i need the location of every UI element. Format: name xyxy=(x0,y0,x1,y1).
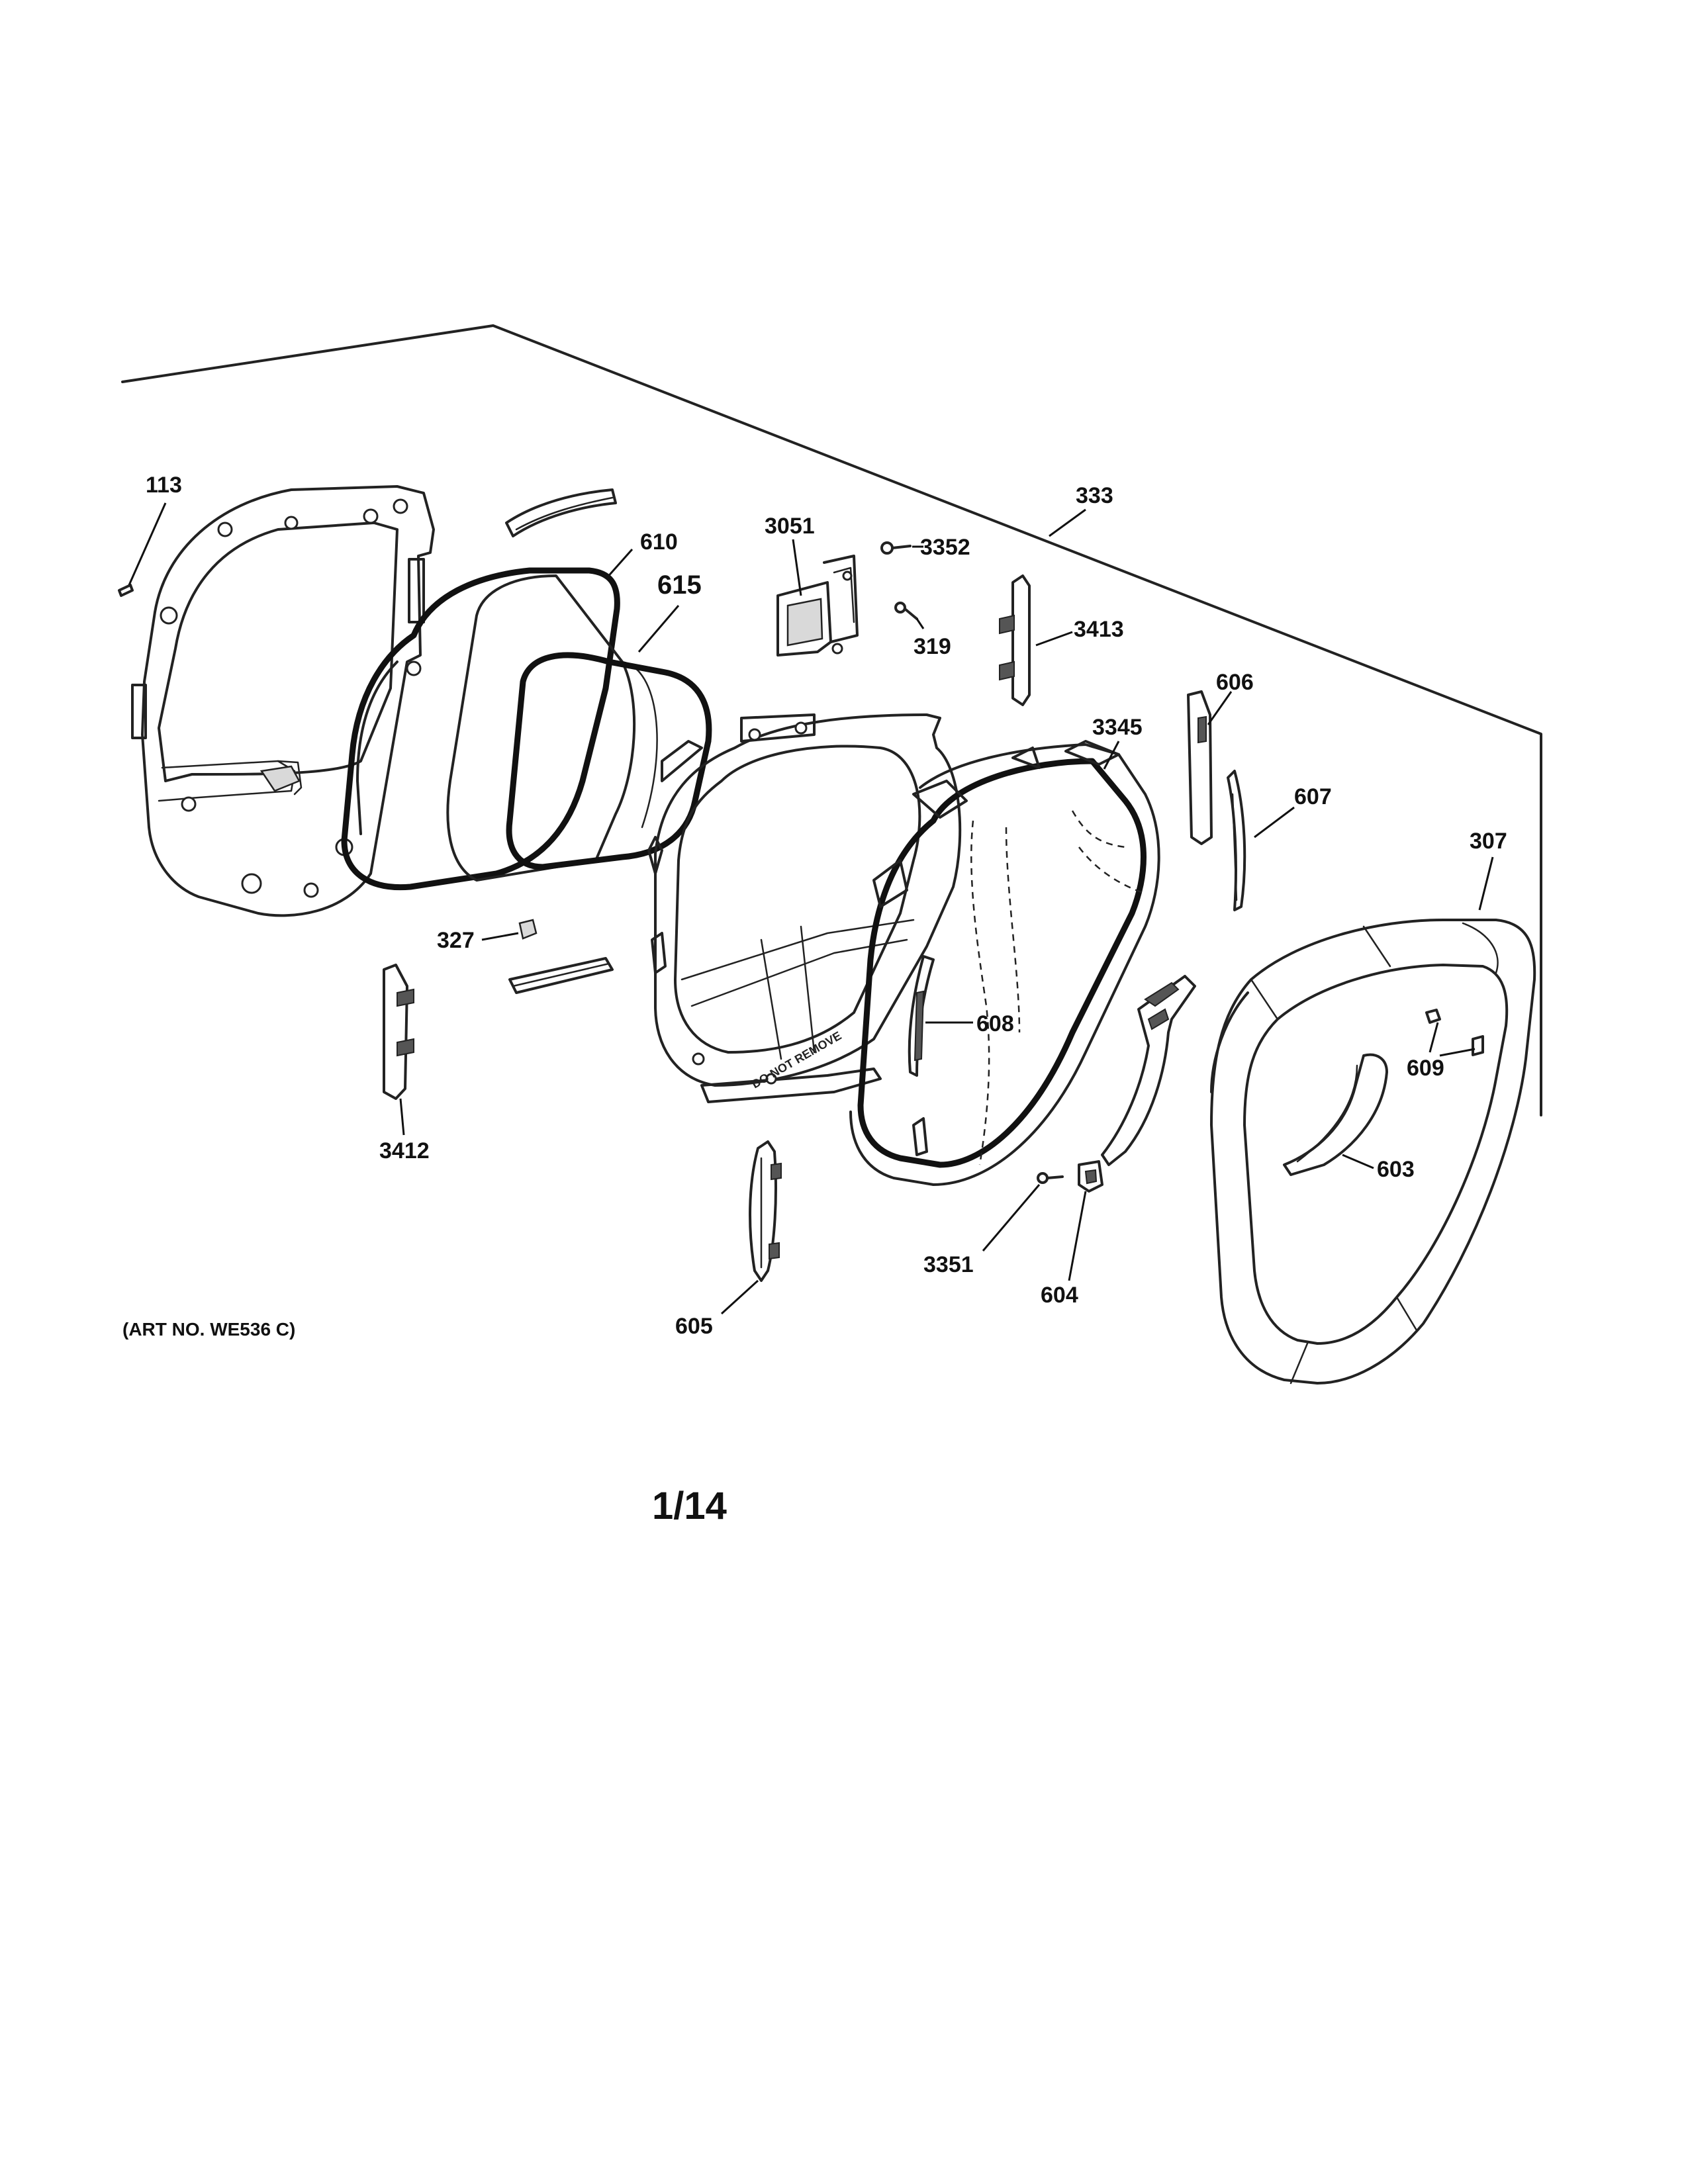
callout-606: 606 xyxy=(1216,670,1254,695)
callout-605: 605 xyxy=(675,1314,713,1339)
leader-607 xyxy=(1254,806,1295,839)
callout-3412: 3412 xyxy=(379,1138,430,1163)
leader-3345 xyxy=(1103,741,1120,770)
part-3351-screw xyxy=(1037,1172,1064,1184)
callout-615: 615 xyxy=(657,570,702,600)
part-inner-door-liner: DO NOT REMOVE xyxy=(647,713,962,1103)
part-door-outer-frame xyxy=(131,485,435,917)
leader-lines xyxy=(128,502,1494,1315)
leader-3351 xyxy=(982,1184,1041,1251)
callout-3051: 3051 xyxy=(765,514,815,539)
callout-113: 113 xyxy=(146,473,182,498)
callout-3351: 3351 xyxy=(923,1252,974,1277)
callout-609: 609 xyxy=(1407,1056,1444,1081)
part-3412-hinge-strip xyxy=(383,964,414,1100)
part-3051-hinge xyxy=(776,555,859,657)
callout-603: 603 xyxy=(1377,1157,1415,1182)
callout-610: 610 xyxy=(640,529,678,555)
callout-307: 307 xyxy=(1470,829,1507,854)
part-113-screw xyxy=(118,584,134,597)
part-327-clip xyxy=(508,919,614,994)
part-3345-door-trim xyxy=(849,740,1160,1186)
leader-610 xyxy=(604,549,633,580)
leader-604 xyxy=(1068,1191,1087,1281)
leader-113 xyxy=(128,502,167,586)
callout-319: 319 xyxy=(914,634,951,659)
part-606-strip xyxy=(1187,690,1213,845)
part-3352-screw xyxy=(880,541,912,555)
part-608-handle-strip xyxy=(908,955,935,1077)
part-603-handle xyxy=(1283,1053,1388,1176)
leader-603 xyxy=(1342,1154,1374,1169)
part-307-door-shell xyxy=(1210,919,1536,1385)
page-number: 1/14 xyxy=(652,1484,727,1527)
part-607-strip xyxy=(1227,770,1246,911)
leader-3412 xyxy=(399,1098,405,1136)
callout-604: 604 xyxy=(1041,1283,1078,1308)
assembly-bracket-333 xyxy=(121,324,1542,1116)
leader-319 xyxy=(915,618,925,629)
leader-605 xyxy=(720,1279,759,1315)
leader-3413 xyxy=(1035,631,1073,647)
leader-615 xyxy=(637,605,680,653)
callout-3352: 3352 xyxy=(920,535,970,560)
part-3413-hinge-strip xyxy=(999,574,1031,706)
leader-3051 xyxy=(792,539,802,596)
callout-333: 333 xyxy=(1076,483,1113,508)
callout-327: 327 xyxy=(437,928,475,953)
callout-3345: 3345 xyxy=(1092,715,1143,740)
part-319-screw xyxy=(894,602,918,620)
part-610-gasket xyxy=(341,567,620,891)
part-605-strip xyxy=(749,1140,782,1282)
callout-607: 607 xyxy=(1294,784,1332,809)
art-number: (ART NO. WE536 C) xyxy=(122,1319,295,1340)
callout-3413: 3413 xyxy=(1074,617,1124,642)
leader-609b xyxy=(1439,1048,1476,1057)
leader-307 xyxy=(1478,856,1494,911)
callout-labels: 113 610 615 3051 3352 319 333 3413 606 3… xyxy=(146,473,1507,1339)
leader-333 xyxy=(1049,508,1086,537)
part-top-arc-trim xyxy=(505,488,617,537)
leader-609a xyxy=(1429,1022,1439,1053)
part-604-latch-bracket xyxy=(1078,975,1196,1193)
do-not-remove-imprint: DO NOT REMOVE xyxy=(749,1029,844,1091)
leader-327 xyxy=(481,932,519,941)
part-615-gasket xyxy=(506,652,712,870)
leader-606 xyxy=(1207,691,1233,725)
callout-608: 608 xyxy=(976,1011,1014,1036)
